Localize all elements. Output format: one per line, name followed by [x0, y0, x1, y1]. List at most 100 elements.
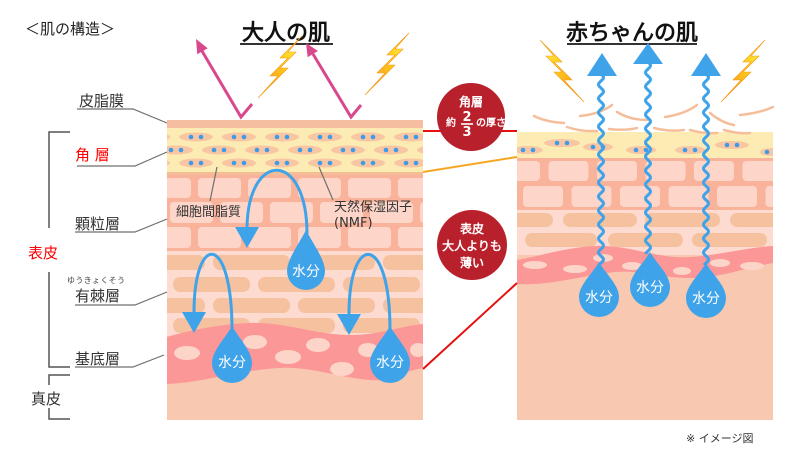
- nmf-dot: [633, 147, 639, 153]
- granular-cell: [398, 178, 423, 198]
- granular-cell: [620, 186, 660, 207]
- water-drop-label: 水分: [692, 291, 720, 307]
- nmf-dot: [178, 147, 184, 153]
- corneocyte: [116, 146, 150, 155]
- corneocyte: [308, 132, 342, 142]
- baby-skin-title: 赤ちゃんの肌: [566, 21, 698, 46]
- granular-cell: [694, 161, 734, 181]
- granular-cell: [198, 178, 241, 198]
- sebum-film-layer: [167, 120, 423, 128]
- label-nmf-abbrev: (NMF): [334, 216, 373, 231]
- nmf-dot: [211, 147, 217, 153]
- spinous-cell: [692, 233, 767, 247]
- label-epidermis: 表皮: [28, 244, 58, 262]
- flake: [688, 128, 719, 135]
- label-dermis: 真皮: [31, 390, 61, 408]
- corneocyte: [583, 143, 613, 151]
- nmf-dot: [775, 150, 780, 155]
- flake: [532, 114, 566, 125]
- nmf-dot: [360, 160, 366, 166]
- flake: [663, 103, 699, 119]
- corneocyte: [179, 158, 213, 168]
- granular-cell: [517, 161, 540, 181]
- nmf-dot: [231, 134, 237, 140]
- basal-cell: [410, 343, 423, 357]
- granular-cell: [167, 178, 191, 198]
- flake: [708, 111, 736, 127]
- corneocyte: [202, 145, 236, 155]
- corneocyte: [517, 146, 543, 154]
- lightning-bolt-icon: [364, 32, 410, 96]
- uv-reflect-arrow-icon: [306, 43, 363, 120]
- granular-cell: [717, 186, 757, 207]
- corneocyte: [265, 158, 299, 168]
- nmf-dot: [317, 160, 323, 166]
- granular-cell: [248, 227, 291, 248]
- corneocyte: [394, 158, 423, 168]
- label-intercellular-lipid: 細胞間脂質: [176, 205, 241, 220]
- water-drop: 水分: [579, 262, 619, 317]
- arrowhead-icon: [337, 314, 361, 335]
- leader-line: [77, 151, 168, 167]
- nmf-dot: [692, 147, 698, 153]
- adult-annotations: 細胞間脂質 天然保湿因子 (NMF): [176, 166, 412, 231]
- loop-arrow-line: [347, 252, 392, 331]
- nmf-dot: [734, 142, 740, 148]
- layer-boundary: [167, 172, 423, 175]
- nmf-dot: [146, 135, 151, 140]
- granular-cell: [298, 178, 341, 198]
- water-drop: 水分: [630, 252, 670, 307]
- spinous-cell: [517, 213, 553, 227]
- water-drop-icon: [686, 263, 726, 318]
- granular-cell: [167, 227, 191, 248]
- nmf-dot: [682, 147, 688, 153]
- corneocyte: [179, 132, 213, 142]
- nmf-dot: [241, 160, 247, 166]
- corneocyte: [374, 145, 408, 155]
- nmf-dot: [241, 134, 247, 140]
- granular-cell: [320, 202, 363, 223]
- epidermis-thinner-callout: 表皮 大人よりも 薄い: [437, 210, 507, 280]
- label-stratum-basale: 基底層: [75, 350, 120, 368]
- corneocyte: [544, 139, 580, 147]
- spinous-cell: [383, 298, 423, 313]
- granular-cell: [398, 227, 423, 248]
- nmf-dot: [350, 147, 356, 153]
- nmf-dot: [284, 134, 290, 140]
- nmf-dot: [188, 134, 194, 140]
- nmf-dot: [274, 134, 280, 140]
- corneocyte: [715, 141, 749, 149]
- water-drop-icon: [630, 252, 670, 307]
- layer-labels: 皮脂膜 角 層 顆粒層 ゆうきょくそう 有棘層 基底層 表皮 真皮: [28, 92, 168, 420]
- nmf-dot: [393, 147, 399, 153]
- nmf-dot: [370, 160, 376, 166]
- evaporation-arrow-icon: [691, 53, 721, 266]
- label-stratum-corneum: 角 層: [75, 146, 110, 164]
- nmf-dot: [264, 147, 270, 153]
- loop-arrow-line: [192, 252, 234, 331]
- uv-reflect-arrow-icon: [196, 39, 254, 120]
- callout-line: 表皮: [459, 221, 484, 236]
- spinous-cell: [167, 255, 205, 270]
- basal-cell: [306, 338, 330, 352]
- corneum-bottom-connector-line: [422, 156, 518, 173]
- callout-circle: [437, 210, 507, 280]
- callout-line: 薄い: [460, 255, 484, 270]
- nmf-dot: [168, 147, 174, 153]
- spinous-cell: [645, 213, 720, 227]
- spinous-cell: [525, 233, 597, 247]
- callout-title: 角層: [459, 94, 483, 109]
- lightning-bolt-icon: [720, 39, 766, 103]
- corneocyte: [351, 158, 385, 168]
- nmf-dot: [564, 140, 570, 146]
- corneocyte: [331, 145, 365, 155]
- arrowhead-icon: [196, 39, 208, 55]
- spinous-cell: [173, 277, 250, 292]
- epidermis-bracket: [48, 131, 70, 228]
- water-drop: 水分: [287, 230, 325, 290]
- nmf-dot: [221, 147, 227, 153]
- corneocyte: [167, 160, 170, 166]
- granular-cell: [523, 186, 563, 207]
- water-drop-icon: [370, 326, 410, 383]
- label-stratum-spinosum: 有棘層: [75, 287, 120, 305]
